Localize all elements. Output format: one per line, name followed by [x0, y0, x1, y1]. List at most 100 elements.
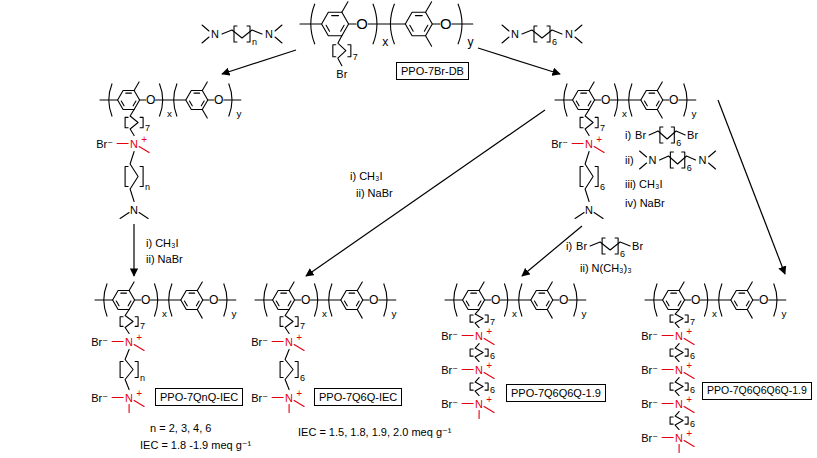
repeat-bracket: [564, 84, 567, 117]
bond-line: [662, 335, 673, 336]
bond-line: [326, 25, 329, 31]
bond-line: [357, 310, 362, 319]
bond-line: [580, 167, 583, 187]
repeat-subscript: x: [622, 109, 627, 119]
bond-line: [709, 151, 716, 157]
bond-line: [709, 163, 716, 169]
bond-line: [125, 117, 128, 127]
ammonium-nitrogen: N: [675, 398, 683, 409]
bond-line: [649, 93, 655, 94]
bond-line: [134, 82, 139, 91]
bond-line: [288, 301, 291, 306]
charge-sign: +: [686, 429, 692, 439]
compound-label-box: PPO-7Q6Q-IEC: [314, 388, 402, 406]
bond-line: [184, 301, 187, 306]
repeat-subscript: 6: [620, 250, 625, 259]
bond-line: [466, 301, 469, 306]
bromine-atom: Br: [635, 130, 646, 141]
repeat-bracket: [458, 4, 462, 45]
repeat-subscript: 6: [676, 139, 681, 148]
repeat-bracket: [704, 284, 707, 317]
reagent-text: i): [625, 130, 631, 141]
repeat-bracket: [454, 284, 457, 317]
bond-line: [140, 99, 146, 100]
counter-ion: Br⁻: [441, 364, 458, 375]
repeat-bracket: [264, 284, 267, 317]
bond-line: [202, 82, 207, 91]
repeat-subscript: y: [581, 309, 586, 319]
bond-line: [405, 12, 432, 35]
counter-ion: Br⁻: [641, 432, 658, 443]
bond-line: [121, 293, 127, 294]
amine-nitrogen: N: [699, 155, 707, 166]
bond-line: [684, 407, 694, 413]
bond-line: [670, 383, 673, 390]
bond-line: [196, 301, 199, 306]
bond-line: [685, 349, 688, 356]
repeat-subscript: 7: [490, 318, 495, 327]
bond-line: [671, 293, 677, 294]
bond-line: [197, 282, 202, 291]
bond-line: [485, 349, 488, 356]
bond-line: [470, 315, 473, 322]
repeat-bracket: [159, 84, 162, 117]
bond-line: [679, 282, 684, 291]
counter-ion: Br⁻: [251, 336, 268, 347]
bond-line: [547, 26, 550, 42]
counter-ion: Br⁻: [441, 330, 458, 341]
repeat-bracket: [229, 84, 232, 117]
bond-line: [747, 282, 752, 291]
bond-line: [275, 25, 282, 31]
bond-line: [546, 301, 549, 306]
bond-line: [186, 90, 208, 109]
charge-sign: +: [686, 395, 692, 405]
bond-line: [746, 301, 749, 306]
ammonium-nitrogen: N: [130, 138, 138, 149]
bond-line: [479, 411, 480, 419]
amine-nitrogen: N: [585, 204, 593, 215]
repeat-bracket: [684, 84, 687, 117]
counter-ion: Br⁻: [641, 398, 658, 409]
bond-line: [734, 301, 737, 306]
bond-line: [581, 93, 587, 94]
bond-line: [501, 299, 531, 300]
reagent-text: ii): [625, 155, 634, 166]
note-text: IEC = 1.5, 1.8, 1.9, 2.0 meq g⁻¹: [298, 427, 451, 438]
bond-line: [139, 213, 148, 219]
bond-line: [656, 101, 659, 106]
bond-line: [666, 301, 669, 306]
bond-line: [322, 12, 349, 35]
repeat-subscript: y: [467, 35, 473, 47]
repeat-subscript: x: [712, 309, 717, 319]
bond-line: [432, 23, 439, 24]
bond-line: [349, 23, 356, 24]
repeat-bracket: [774, 284, 777, 317]
repeat-bracket: [314, 284, 317, 317]
oxygen-atom: O: [301, 294, 310, 306]
structure-lines: [95, 2, 786, 453]
amine-nitrogen: N: [565, 29, 573, 40]
bond-line: [289, 405, 290, 413]
bond-line: [662, 403, 673, 404]
amine-nitrogen: N: [649, 155, 657, 166]
bond-line: [701, 299, 731, 300]
repeat-subscript: x: [162, 309, 167, 319]
repeat-bracket: [109, 84, 112, 117]
bond-line: [203, 299, 209, 300]
charge-sign: +: [686, 327, 692, 337]
bond-line: [479, 282, 484, 291]
repeat-subscript: 7: [690, 318, 695, 327]
oxygen-atom: O: [691, 294, 700, 306]
bond-line: [575, 25, 582, 31]
reagent-text: i) CH₃I: [350, 171, 383, 182]
bond-line: [640, 163, 647, 169]
charge-sign: +: [136, 389, 142, 399]
bond-line: [588, 101, 591, 106]
counter-ion: Br⁻: [641, 364, 658, 375]
oxygen-atom: O: [559, 294, 568, 306]
bond-line: [273, 290, 295, 309]
bond-line: [675, 310, 683, 328]
repeat-subscript: 6: [600, 182, 605, 191]
ammonium-nitrogen: N: [125, 392, 133, 403]
